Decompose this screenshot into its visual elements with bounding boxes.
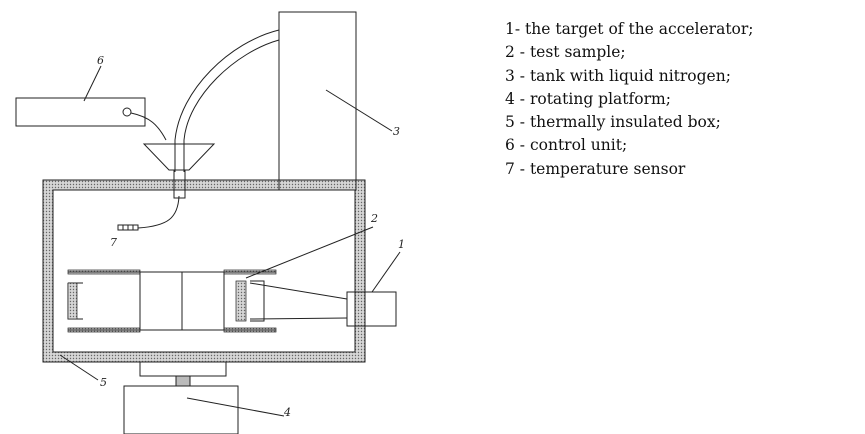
label-5: 5 (100, 376, 107, 389)
rotating-platform-assembly (67, 269, 277, 434)
legend-item-1: 1- the target of the accelerator; (505, 20, 754, 38)
temperature-sensor (117, 195, 180, 231)
legend-item-3: 3 - tank with liquid nitrogen; (505, 66, 731, 85)
nitrogen-tank (278, 11, 357, 191)
leader-lines (59, 65, 401, 417)
label-6: 6 (97, 54, 104, 67)
control-unit (15, 97, 167, 141)
legend-item-4: 4 - rotating platform; (505, 89, 671, 108)
label-7: 7 (110, 236, 117, 249)
legend-item-7: 7 - temperature sensor (505, 159, 686, 178)
legend-item-6: 6 - control unit; (505, 136, 628, 155)
funnel (142, 143, 216, 199)
legend-item-2: 2 - test sample; (505, 43, 626, 62)
label-2: 2 (370, 212, 378, 225)
label-1: 1 (398, 238, 405, 251)
label-4: 4 (283, 406, 291, 419)
accelerator-target (249, 282, 397, 327)
experimental-setup-diagram: 1 2 3 4 5 6 7 (15, 11, 405, 434)
label-3: 3 (393, 125, 400, 138)
nitrogen-pipe (174, 29, 280, 172)
legend-item-5: 5 - thermally insulated box; (505, 113, 721, 132)
legend: 1- the target of the accelerator; 2 - te… (505, 18, 754, 181)
